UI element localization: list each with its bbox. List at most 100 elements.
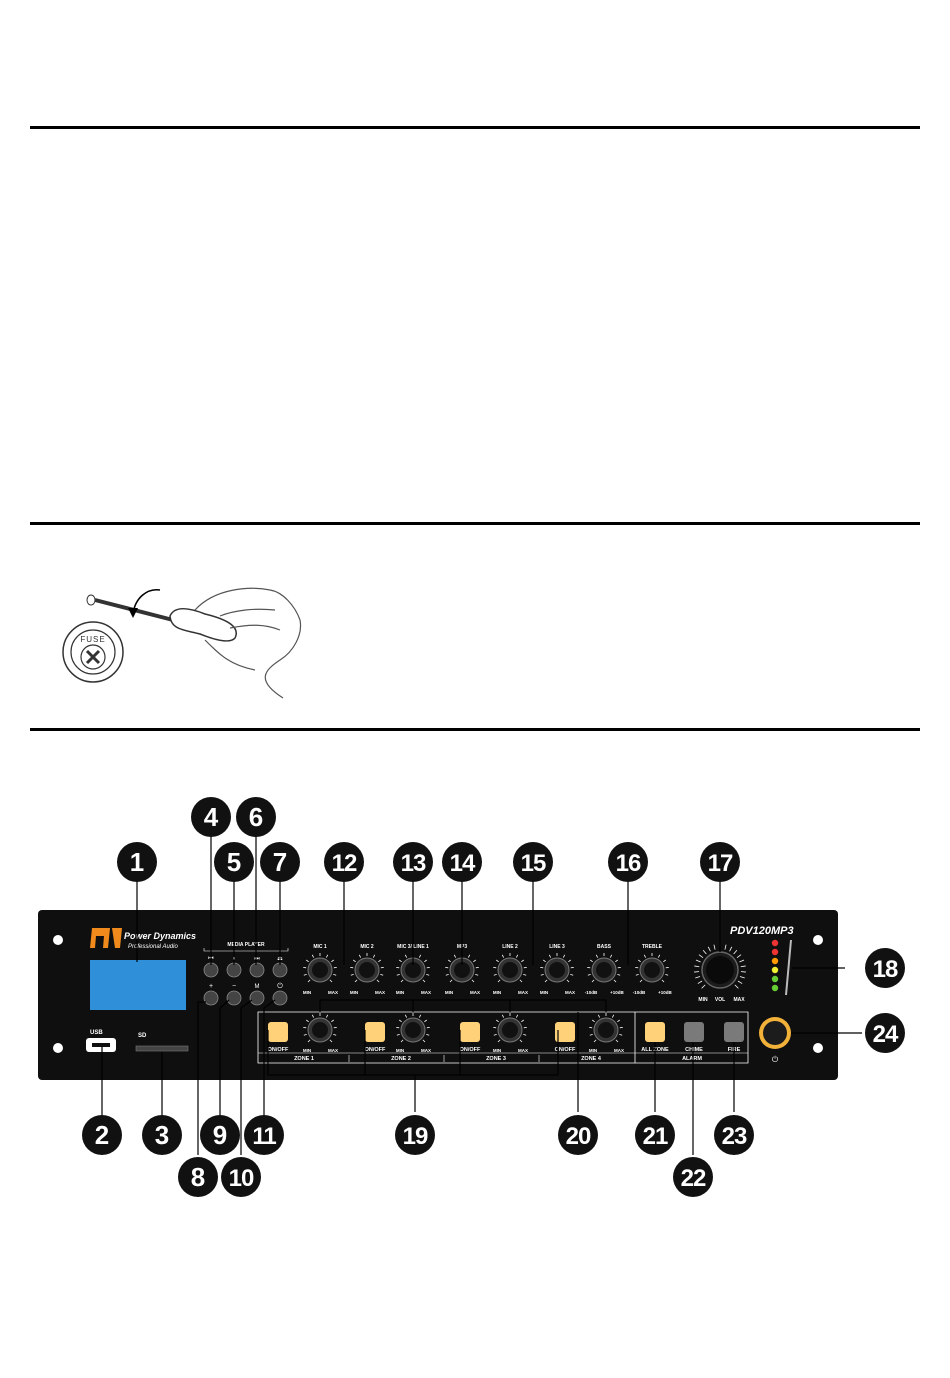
zone-knob-tick [329,1039,333,1043]
usb-label: USB [90,1030,103,1036]
zone-knob-tick [331,1019,334,1023]
knob-tick [418,954,422,958]
callout-number: 22 [681,1165,706,1192]
channel-knob-cap [596,962,612,978]
zone-knob-tick [619,1033,623,1036]
callout-number: 15 [521,850,546,877]
power-button[interactable] [763,1021,787,1045]
zone-knob-min-label: MIN [303,1048,311,1053]
master-vol-label: VOL [715,997,725,1003]
channel-knob-label: MIC 2 [360,944,374,950]
knob-tick [329,979,333,983]
level-led-orange [771,957,779,965]
sd-card-slot[interactable] [135,1045,189,1052]
knob-max-label: MAX [565,990,575,995]
callout-number: 14 [450,850,476,877]
callout-number: 18 [873,956,898,983]
zone-knob-tick [424,1019,427,1023]
zone-volume-knob-cap [405,1022,421,1038]
knob-tick [380,973,384,976]
callout-badge [260,842,300,882]
knob-tick [570,973,574,976]
callout-number: 23 [722,1123,747,1150]
alarm-group-label: ALARM [682,1056,702,1062]
master-min-label: MIN [698,997,708,1003]
zone-on-off-button[interactable] [268,1022,288,1042]
master-volume-tick [694,965,700,968]
master-volume-tick [740,965,746,968]
zone-volume-knob-cap [312,1022,328,1038]
zone-knob-tick [396,1033,400,1036]
callout-number: 24 [873,1021,899,1048]
knob-max-label: MAX [470,990,480,995]
player-button-volume-down[interactable] [226,990,242,1006]
knob-tick [449,979,453,983]
knob-max-label: +10dB [658,990,672,995]
master-volume-tick [707,946,711,952]
master-volume-tick [697,980,703,984]
master-volume-tick [698,954,704,958]
rotation-arrowhead-icon [128,608,138,618]
player-button-volume-up[interactable] [203,990,219,1006]
brand-tagline: Professional Audio [128,944,178,950]
zone-knob-tick [404,1014,408,1018]
knob-tick [353,959,356,963]
knob-tick [643,954,647,958]
callout-number: 3 [155,1120,169,1150]
callout-badge [635,1115,675,1155]
player-button-mode[interactable] [249,990,265,1006]
zone-knob-tick [399,1019,402,1023]
knob-tick [501,954,505,958]
level-led-green [771,975,779,983]
callout-number: 8 [191,1162,205,1192]
knob-tick [566,979,570,983]
fire-button[interactable] [724,1022,744,1042]
player-button-prev[interactable] [203,962,219,978]
callout-number: 1 [130,847,144,877]
knob-tick [595,954,599,958]
knob-tick [448,959,451,963]
panel-chassis [38,910,838,1080]
zone-name-label: ZONE 1 [294,1056,314,1062]
knob-tick [350,973,354,976]
player-button-eject[interactable] [272,962,288,978]
zone-volume-knob-cap [598,1022,614,1038]
level-meter-wedge [785,940,792,995]
master-volume-tick [736,954,742,958]
knob-max-label: MAX [328,990,338,995]
master-volume-tick [713,944,716,950]
callout-number: 13 [401,850,426,877]
callout-badge [442,842,482,882]
knob-tick [562,954,566,958]
zone-knob-max-label: MAX [421,1048,431,1053]
knob-tick [544,979,548,983]
knob-tick [424,959,427,963]
callout-number: 2 [95,1120,109,1150]
zone-knob-tick [521,1019,524,1023]
zone-knob-tick [523,1033,527,1036]
zone-knob-tick [493,1033,497,1036]
player-button-next[interactable] [249,962,265,978]
callout-number: 20 [566,1123,591,1150]
zone-name-label: ZONE 3 [486,1056,506,1062]
player-icon-minus: − [232,983,236,990]
zone-on-off-button[interactable] [555,1022,575,1042]
divider-top [30,126,920,129]
knob-tick [615,959,618,963]
callout-number: 12 [332,850,357,877]
all-zone-button[interactable] [645,1022,665,1042]
callout-badge [324,842,364,882]
brand-name: Power Dynamics [124,931,196,941]
zone-on-off-button[interactable] [365,1022,385,1042]
zone-knob-max-label: MAX [614,1048,624,1053]
zone-on-off-button[interactable] [460,1022,480,1042]
player-button-standby[interactable] [272,990,288,1006]
callout-badge [608,842,648,882]
chime-button[interactable] [684,1022,704,1042]
master-volume-tick [737,980,743,984]
knob-tick [587,973,591,976]
knob-tick [399,959,402,963]
player-button-play[interactable] [226,962,242,978]
zone-knob-tick [418,1014,422,1018]
